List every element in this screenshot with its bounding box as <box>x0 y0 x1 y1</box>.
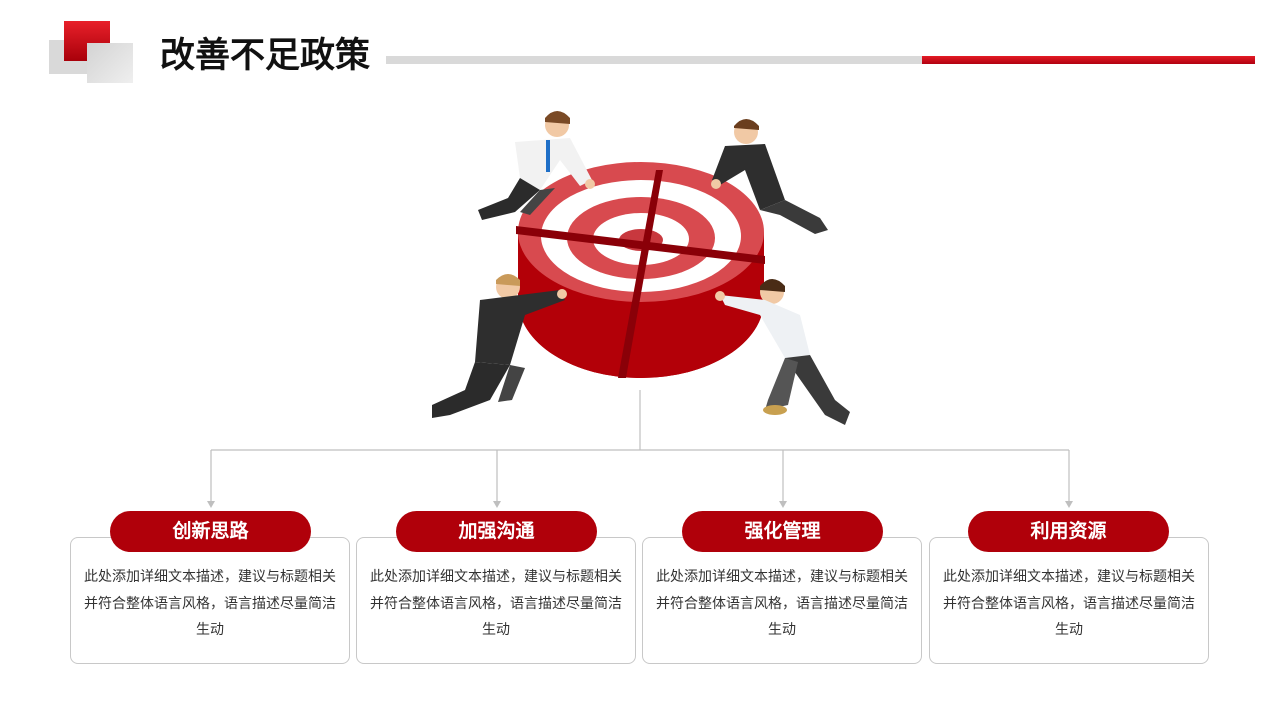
card-title-pill: 加强沟通 <box>396 511 597 552</box>
person-bottom-left <box>432 274 567 418</box>
policy-card-2: 此处添加详细文本描述，建议与标题相关并符合整体语言风格，语言描述尽量简洁生动 <box>356 537 636 664</box>
card-description: 此处添加详细文本描述，建议与标题相关并符合整体语言风格，语言描述尽量简洁生动 <box>656 569 908 638</box>
card-title-pill: 利用资源 <box>968 511 1169 552</box>
person-bottom-right <box>715 279 850 425</box>
card-description: 此处添加详细文本描述，建议与标题相关并符合整体语言风格，语言描述尽量简洁生动 <box>943 569 1195 638</box>
card-description: 此处添加详细文本描述，建议与标题相关并符合整体语言风格，语言描述尽量简洁生动 <box>84 569 336 638</box>
title-underline-red <box>922 56 1255 64</box>
card-title-pill: 创新思路 <box>110 511 311 552</box>
policy-card-4: 此处添加详细文本描述，建议与标题相关并符合整体语言风格，语言描述尽量简洁生动 <box>929 537 1209 664</box>
teamwork-target-illustration <box>432 111 850 425</box>
policy-card-3: 此处添加详细文本描述，建议与标题相关并符合整体语言风格，语言描述尽量简洁生动 <box>642 537 922 664</box>
logo-squares <box>49 20 133 84</box>
card-description: 此处添加详细文本描述，建议与标题相关并符合整体语言风格，语言描述尽量简洁生动 <box>370 569 622 638</box>
title-underline-gray <box>386 56 922 64</box>
logo-gray-square-front <box>87 43 133 83</box>
person-top-left <box>478 111 595 220</box>
person-top-right <box>711 119 828 234</box>
card-title-pill: 强化管理 <box>682 511 883 552</box>
page-title: 改善不足政策 <box>160 36 371 76</box>
policy-card-1: 此处添加详细文本描述，建议与标题相关并符合整体语言风格，语言描述尽量简洁生动 <box>70 537 350 664</box>
